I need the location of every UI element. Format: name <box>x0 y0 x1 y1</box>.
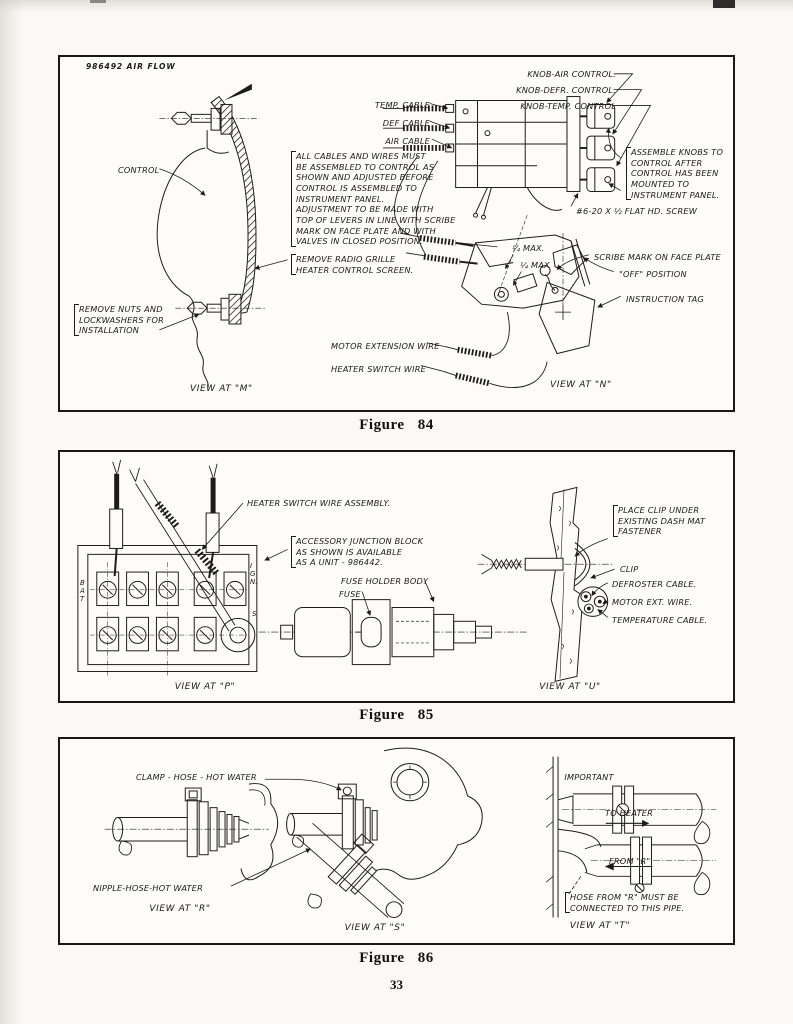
fig86-label-nipple-hose: NIPPLE-HOSE-HOT WATER <box>93 883 203 893</box>
fig85-label-fuse: FUSE <box>339 589 361 599</box>
fig85-note-junction-block: ACCESSORY JUNCTION BLOCK AS SHOWN IS AVA… <box>291 536 423 568</box>
fig84-label-knob-air: KNOB-AIR CONTROL. <box>527 69 616 79</box>
figure-84-caption: Figure 84 <box>359 417 434 433</box>
fig84-label-temp-cable: TEMP. CABLE <box>374 100 430 110</box>
fig84-view-n-label: VIEW AT "N" <box>550 380 612 390</box>
fig84-label-switch-wire: HEATER SWITCH WIRE <box>331 364 426 374</box>
page-number: 33 <box>390 977 403 992</box>
fig85-label-s-terminal: S <box>252 610 257 618</box>
fig84-note-remove-nuts: REMOVE NUTS AND LOCKWASHERS FOR INSTALLA… <box>74 304 164 336</box>
fig84-label-control: CONTROL <box>118 165 160 175</box>
figure-84-panel: 986492 AIR FLOW CONTROL TEMP. CABLE DEF … <box>58 55 735 412</box>
figure-86-line-art <box>104 747 717 918</box>
fig85-label-temperature-cable: TEMPERATURE CABLE. <box>612 615 708 625</box>
fig84-label-motor-wire: MOTOR EXTENSION WIRE <box>331 341 440 351</box>
fig85-label-bat: B A T <box>80 579 85 604</box>
figure-86-panel: CLAMP - HOSE - HOT WATER NIPPLE-HOSE-HOT… <box>58 737 735 945</box>
fig86-view-r-label: VIEW AT "R" <box>149 904 211 914</box>
fig84-view-m-label: VIEW AT "M" <box>190 384 253 394</box>
fig86-label-to-heater: TO HEATER <box>605 808 654 818</box>
fig84-label-knob-defr: KNOB-DEFR. CONTROL. <box>516 85 616 95</box>
figure-85-caption: Figure 85 <box>359 707 434 723</box>
fig85-label-fuse-holder: FUSE HOLDER BODY <box>341 576 429 586</box>
figure-85-line-art <box>77 459 615 682</box>
figure-84-line-art <box>156 73 652 388</box>
fig85-label-clip: CLIP <box>620 564 639 574</box>
fig85-note-place-clip: PLACE CLIP UNDER EXISTING DASH MAT FASTE… <box>613 505 705 537</box>
fig84-note-assemble-knobs: ASSEMBLE KNOBS TO CONTROL AFTER CONTROL … <box>626 147 723 201</box>
fig85-label-defroster-cable: DEFROSTER CABLE. <box>612 579 697 589</box>
fig86-label-important: IMPORTANT <box>564 772 614 782</box>
fig84-handwritten-note: 986492 AIR FLOW <box>86 62 176 71</box>
fig85-label-ign: I G N. <box>250 562 258 587</box>
fig84-label-air-cable: AIR CABLE <box>385 136 430 146</box>
fig84-note-cables: ALL CABLES AND WIRES MUST BE ASSEMBLED T… <box>291 151 455 247</box>
fig86-label-clamp-hose: CLAMP - HOSE - HOT WATER <box>136 772 257 782</box>
figure-85-panel: HEATER SWITCH WIRE ASSEMBLY. ACCESSORY J… <box>58 450 735 703</box>
fig84-label-knob-temp: KNOB-TEMP. CONTROL <box>520 101 616 111</box>
fig85-view-p-label: VIEW AT "P" <box>174 682 236 692</box>
scan-artifact <box>713 0 735 8</box>
fig84-label-scribe-mark: SCRIBE MARK ON FACE PLATE <box>594 252 721 262</box>
scan-artifact <box>90 0 106 3</box>
fig86-view-t-label: VIEW AT "T" <box>569 921 631 931</box>
fig86-note-hose-from-r: HOSE FROM "R" MUST BE CONNECTED TO THIS … <box>565 892 684 914</box>
fig85-view-u-label: VIEW AT "U" <box>539 682 601 692</box>
fig84-label-off-position: "OFF" POSITION <box>619 269 687 279</box>
fig86-view-s-label: VIEW AT "S" <box>344 923 406 933</box>
figure-86-caption: Figure 86 <box>359 950 434 966</box>
fig85-label-motor-ext-wire: MOTOR EXT. WIRE. <box>612 597 693 607</box>
fig85-label-heater-switch-assembly: HEATER SWITCH WIRE ASSEMBLY. <box>247 498 391 508</box>
fig84-label-instruction-tag: INSTRUCTION TAG <box>626 294 704 304</box>
fig84-label-def-cable: DEF CABLE <box>382 118 430 128</box>
fig84-label-screw: #6-20 X ½ FLAT HD. SCREW <box>576 206 698 216</box>
fig84-label-quarter-max-2: ¼ MAX <box>520 260 550 270</box>
fig86-label-from-r: FROM "R" <box>609 856 651 866</box>
fig84-label-quarter-max-1: ¼ MAX. <box>512 243 545 253</box>
fig84-note-remove-grille: REMOVE RADIO GRILLE HEATER CONTROL SCREE… <box>291 254 413 276</box>
